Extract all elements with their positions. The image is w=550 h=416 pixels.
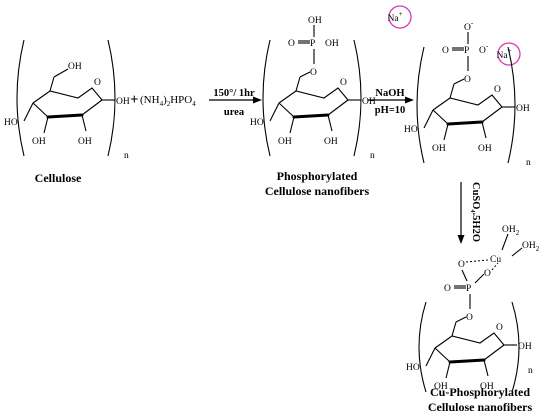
polymer-bracket-left xyxy=(262,39,271,157)
phosphate-hydroxyl-top: OH xyxy=(308,16,322,26)
plus-sign: + xyxy=(130,92,139,108)
hydroxyl-c3: OH xyxy=(434,382,448,392)
phosphoryl-oxygen: O xyxy=(288,39,295,49)
sodium-ion-2: Na+ xyxy=(496,47,511,61)
sodium-ion-2-ring xyxy=(497,42,521,66)
ring-oxygen: O xyxy=(340,78,347,88)
repeat-unit-n: n xyxy=(124,151,129,161)
polymer-bracket-right xyxy=(511,301,520,393)
phosphate-group xyxy=(454,269,485,309)
glucose-ring xyxy=(269,71,361,134)
arrow-step3-head xyxy=(457,235,465,244)
phosphoryl-oxygen: O xyxy=(442,46,449,56)
cu-phosphorylated-cellulose-structure: O O P O O O Cu OH2 OH2 OH HO OH OH n xyxy=(406,225,540,393)
glucose-ring xyxy=(423,78,515,141)
polymer-bracket-left xyxy=(416,46,425,164)
hydroxyl-c2: OH xyxy=(480,382,494,392)
polymer-bracket-right xyxy=(107,39,116,157)
phosphoryl-oxygen: O xyxy=(444,284,451,294)
phosphate-oxygen-right: O xyxy=(484,269,491,279)
reagent-ammonium-phosphate: + (NH4)2HPO4 xyxy=(130,92,196,108)
compound-labels: Cellulose Phosphorylated Cellulose nanof… xyxy=(35,169,533,414)
condition-step2-top: NaOH xyxy=(375,88,404,99)
repeat-unit-n: n xyxy=(528,366,533,376)
polymer-bracket-right xyxy=(353,39,362,157)
repeat-unit-n: n xyxy=(526,158,531,168)
hydroxyl-c4: HO xyxy=(4,118,18,128)
label-cellulose: Cellulose xyxy=(35,171,82,185)
phosphorylated-cellulose-structure: O O P O OH OH OH HO OH OH n xyxy=(250,16,376,161)
repeat-unit-n: n xyxy=(370,151,375,161)
hydroxyl-c4: HO xyxy=(250,118,264,128)
condition-step1-top: 150°/ 1hr xyxy=(213,88,255,99)
copper-atom: Cu xyxy=(490,255,501,265)
sodium-ion-1-ring xyxy=(388,5,412,29)
hydroxyl-c2: OH xyxy=(478,144,492,154)
glucose-ring xyxy=(425,316,517,379)
phosphorus: P xyxy=(464,46,469,56)
hydroxyl-anomeric: OH xyxy=(516,104,530,114)
polymer-bracket-right xyxy=(507,46,516,164)
label-cu-phosphorylated-line1: Cu-Phosphorylated xyxy=(430,385,530,399)
hydroxyl-c3: OH xyxy=(278,137,292,147)
phosphate-hydroxyl-right: OH xyxy=(325,39,339,49)
condition-step3: CuSO₄.5H2O xyxy=(470,182,481,242)
polymer-bracket-left xyxy=(418,301,427,393)
label-phosphorylated-line1: Phosphorylated xyxy=(277,169,358,183)
condition-step2-bottom: pH=10 xyxy=(375,105,406,116)
hydroxyl-anomeric: OH xyxy=(362,97,376,107)
ester-oxygen: O xyxy=(310,68,317,78)
glucose-ring xyxy=(23,68,115,134)
ester-oxygen: O xyxy=(466,313,473,323)
polymer-bracket-left xyxy=(16,39,25,157)
ring-oxygen: O xyxy=(94,78,101,88)
water-ligand-top: OH2 xyxy=(502,225,520,237)
phosphate-oxyanion-top: O- xyxy=(464,19,474,33)
ring-oxygen: O xyxy=(496,323,503,333)
ester-oxygen: O xyxy=(464,75,471,85)
phosphate-oxyanion-right: O- xyxy=(479,42,489,56)
copper-coordination xyxy=(465,233,523,271)
sodium-phosphate-cellulose-structure: O O P O O- O- OH HO OH OH n xyxy=(404,19,531,168)
phosphate-oxygen-left: O xyxy=(458,260,465,270)
hydroxyl-c4: HO xyxy=(404,125,418,135)
cellulose-structure: O OH OH HO OH OH n xyxy=(4,39,130,161)
hydroxyl-c3: OH xyxy=(32,137,46,147)
reagent-formula: (NH4)2HPO4 xyxy=(140,94,196,108)
condition-step1-bottom: urea xyxy=(224,107,245,118)
water-ligand-right: OH2 xyxy=(522,241,540,253)
label-phosphorylated-line2: Cellulose nanofibers xyxy=(265,184,370,198)
ring-oxygen: O xyxy=(494,85,501,95)
hydroxyl-anomeric: OH xyxy=(518,342,532,352)
phosphorus: P xyxy=(466,284,471,294)
label-cu-phosphorylated-line2: Cellulose nanofibers xyxy=(428,400,533,414)
phosphate-group xyxy=(452,32,469,71)
phosphorus: P xyxy=(310,39,315,49)
hydroxyl-c3: OH xyxy=(432,144,446,154)
reaction-conditions: 150°/ 1hr urea NaOH pH=10 CuSO₄.5H2O xyxy=(213,88,481,242)
phosphate-group xyxy=(298,25,315,64)
hydroxyl-c2: OH xyxy=(78,137,92,147)
hydroxyl-c2: OH xyxy=(324,137,338,147)
reaction-arrows xyxy=(209,96,465,244)
hydroxyl-c6: OH xyxy=(68,62,82,72)
arrow-step1-head xyxy=(253,96,262,104)
hydroxyl-anomeric: OH xyxy=(116,97,130,107)
hydroxyl-c4: HO xyxy=(406,363,420,373)
sodium-ion-1: Na+ xyxy=(387,10,402,24)
sodium-ions: Na+ Na+ xyxy=(387,5,521,66)
arrow-step2-head xyxy=(405,96,414,104)
